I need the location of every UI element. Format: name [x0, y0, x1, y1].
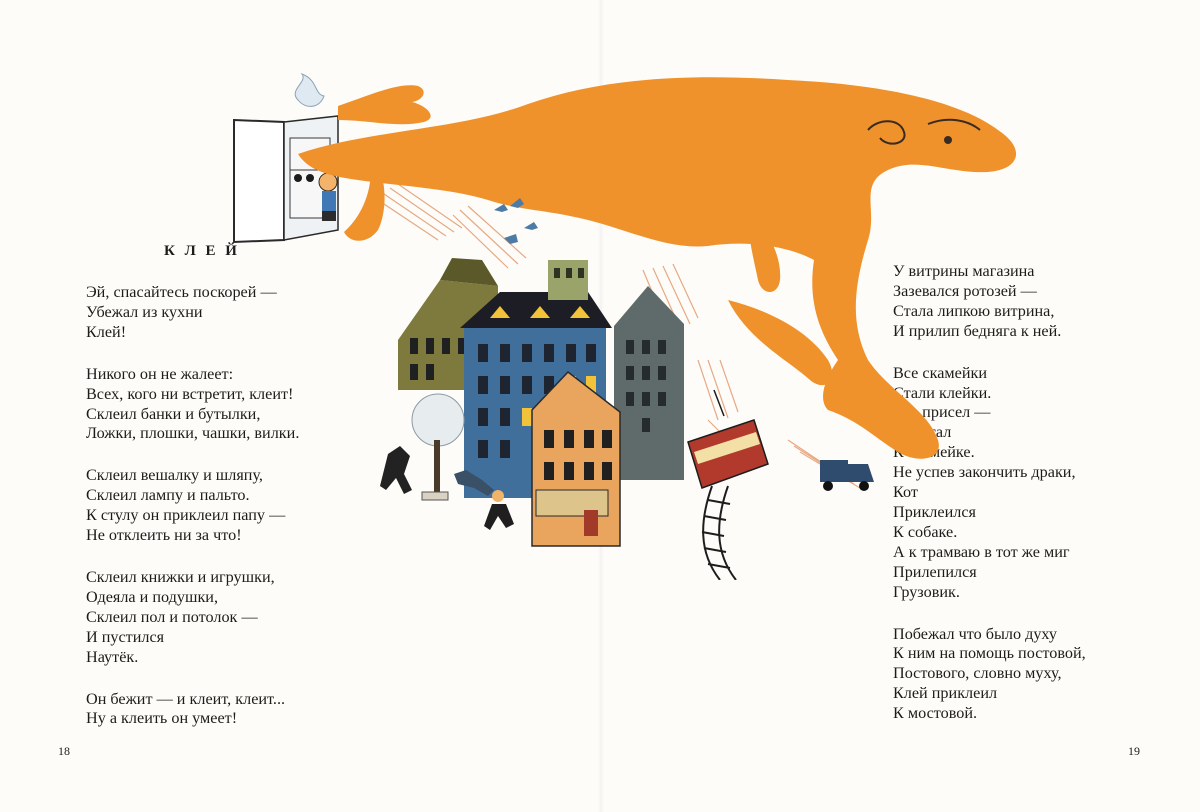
poem-line: Наутёк. [86, 647, 139, 666]
running-man [484, 490, 514, 530]
cat-figure [454, 470, 494, 496]
poem-line: Стала липкою витрина, [893, 301, 1055, 320]
glue-face [867, 118, 981, 145]
poem-line: Прилепился [893, 562, 977, 581]
poem-line: Всех, кого ни встретит, клеит! [86, 384, 294, 403]
stanza: Эй, спасайтесь поскорей —Убежал из кухни… [86, 283, 299, 343]
poem-line: Приклеился [893, 502, 976, 521]
tram [687, 389, 769, 489]
house-green-tower [548, 260, 588, 300]
dog-figure [380, 446, 412, 494]
poem-line: Побежал что было духу [893, 624, 1058, 643]
poem-line: У витрины магазина [893, 262, 1035, 280]
stanza: Склеил вешалку и шляпу,Склеил лампу и па… [86, 466, 299, 546]
birds [494, 198, 538, 244]
poem-line: И пустился [86, 627, 165, 646]
truck [820, 460, 874, 491]
poem-line: К мостовой. [893, 704, 978, 723]
poem-line: Постового, словно муху, [893, 664, 1062, 683]
poem-line: Он бежит — и клеит, клеит... [86, 689, 286, 708]
poem-line: Ложки, плошки, чашки, вилки. [86, 424, 300, 443]
poem-line: Клей приклеил [893, 684, 998, 703]
stanza: Никого он не жалеет:Всех, кого ни встрет… [86, 365, 299, 445]
poem-line: Стали клейки. [893, 383, 992, 402]
poem-line: Все скамейки [893, 363, 988, 382]
poem-line: Не отклеить ни за что! [86, 526, 242, 545]
poem-line: А к трамваю в тот же миг [893, 542, 1070, 561]
poem-line: Ну а клеить он умеет! [86, 709, 238, 728]
poem-line: К стулу он приклеил папу — [86, 506, 286, 525]
poem-line: Убежал из кухни [86, 302, 203, 321]
page-number-right: 19 [1128, 744, 1140, 758]
illustration [233, 72, 1017, 580]
poem-line: Склеил лампу и пальто. [86, 486, 250, 505]
poem-line: Склеил банки и бутылки, [86, 404, 261, 423]
poem-line: Кот [893, 483, 918, 502]
page-number-left: 18 [58, 744, 70, 758]
poem-line: И прилип бедняга к ней. [893, 321, 1062, 340]
railway [701, 485, 737, 580]
poem-line: Эй, спасайтесь поскорей — [86, 283, 277, 301]
poem-line: Клей! [86, 322, 127, 341]
poem-line: Одеяла и подушки, [86, 587, 219, 606]
stanza: Склеил книжки и игрушки,Одеяла и подушки… [86, 568, 299, 668]
house-gray [614, 286, 684, 480]
poem-line: Склеил вешалку и шляпу, [86, 466, 263, 485]
poem-line: Зазевался ротозей — [893, 281, 1037, 300]
glue-creature [298, 77, 1017, 459]
tree [411, 393, 465, 501]
poem-title: К Л Е Й [164, 243, 240, 259]
poem-line: Никого он не жалеет: [86, 364, 234, 383]
poem-line: К собаке. [893, 522, 958, 541]
poem-line: Грузовик. [893, 582, 960, 601]
poem-line: Склеил книжки и игрушки, [86, 567, 275, 586]
left-poem-column: Эй, спасайтесь поскорей —Убежал из кухни… [86, 283, 299, 751]
stanza: Он бежит — и клеит, клеит...Ну а клеить … [86, 690, 299, 730]
boy-figure [318, 172, 338, 221]
poem-line: К ним на помощь постовой, [893, 644, 1086, 663]
poem-line: Не успев закончить драки, [893, 463, 1076, 482]
house-orange [531, 370, 621, 547]
poem-line: Склеил пол и потолок — [86, 607, 258, 626]
